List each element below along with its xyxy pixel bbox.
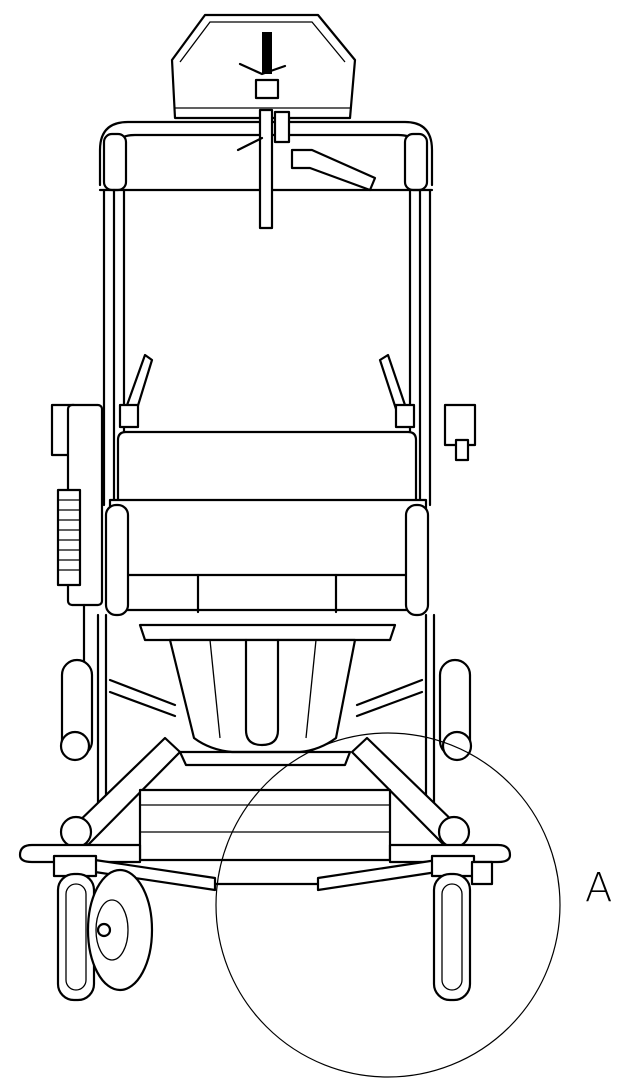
armrest-levers: [118, 353, 416, 429]
detail-callout-circle: [215, 732, 561, 1078]
headrest: [170, 13, 357, 120]
base-tubes: [59, 730, 473, 849]
extra-wheel: [86, 868, 154, 992]
seat: [104, 430, 430, 617]
detail-callout-label: A: [585, 865, 613, 911]
right-caster-wheel: [430, 854, 494, 1002]
left-side-actuator: [50, 403, 104, 692]
head-support-post: [236, 108, 377, 230]
right-side-control: [443, 403, 477, 462]
lower-frame: [18, 788, 512, 892]
backrest-frame: [98, 120, 434, 507]
commode-pan: [138, 623, 397, 767]
